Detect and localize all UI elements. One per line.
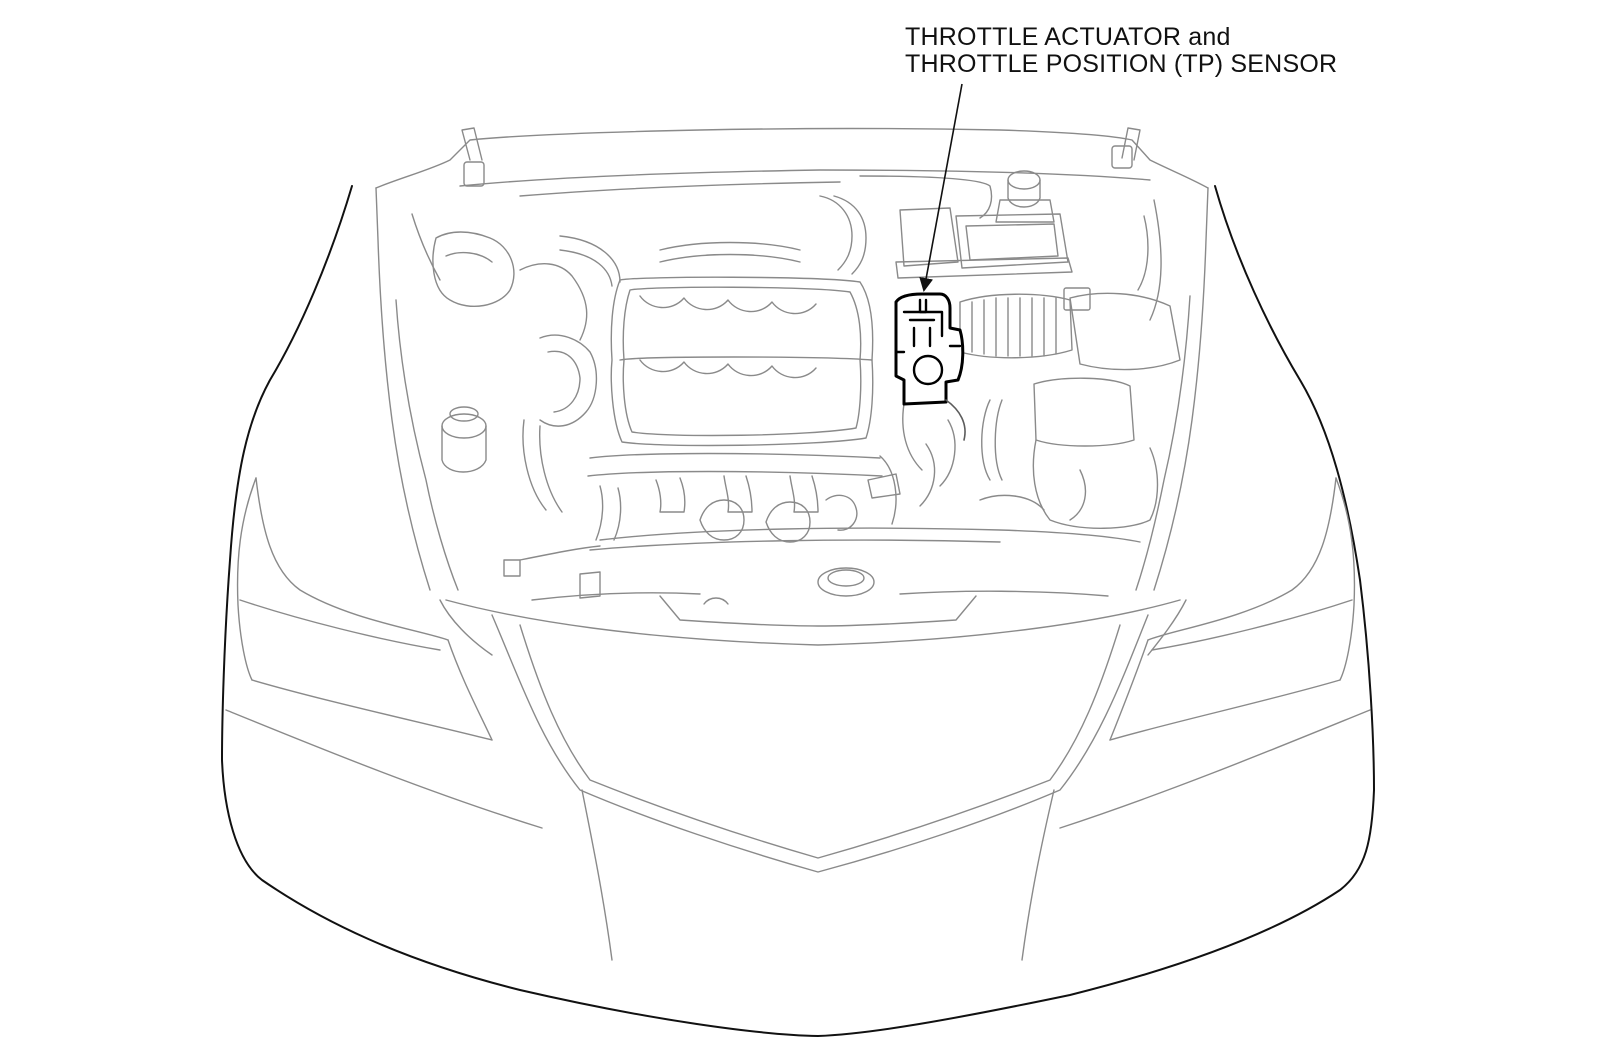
intake-duct (959, 287, 1181, 371)
callout-leader-arrow (919, 83, 963, 292)
car-body-outline (221, 185, 1375, 1037)
callout-label-line-2: THROTTLE POSITION (TP) SENSOR (905, 50, 1338, 78)
radiator-cap (817, 567, 875, 597)
washer-reservoir-cap (441, 406, 487, 473)
component-callout-label: THROTTLE ACTUATOR and THROTTLE POSITION … (905, 24, 1465, 78)
front-fascia-lines (225, 599, 1371, 961)
tp-sensor-port (912, 354, 944, 386)
right-headlight (1109, 477, 1356, 741)
hood-raised-outline (375, 127, 1209, 591)
under-hood-fuse-box (895, 207, 1073, 279)
engine-bay-components (395, 170, 1191, 627)
grille-outline (491, 614, 1149, 873)
left-strut-tower (432, 231, 515, 307)
left-headlight (236, 477, 493, 741)
throttle-body-highlight (894, 292, 966, 441)
right-fender-outline (817, 185, 1375, 1037)
callout-label-line-1: THROTTLE ACTUATOR and (905, 23, 1231, 51)
radiator-support (503, 527, 1141, 627)
throttle-body-housing (894, 292, 965, 406)
hood-front-edge (445, 599, 1181, 646)
ignition-coil-row (587, 452, 901, 543)
coolant-hose-left (539, 334, 598, 427)
air-cleaner-box (979, 377, 1159, 529)
left-fender-outline (221, 185, 819, 1037)
engine-cover (610, 276, 874, 447)
